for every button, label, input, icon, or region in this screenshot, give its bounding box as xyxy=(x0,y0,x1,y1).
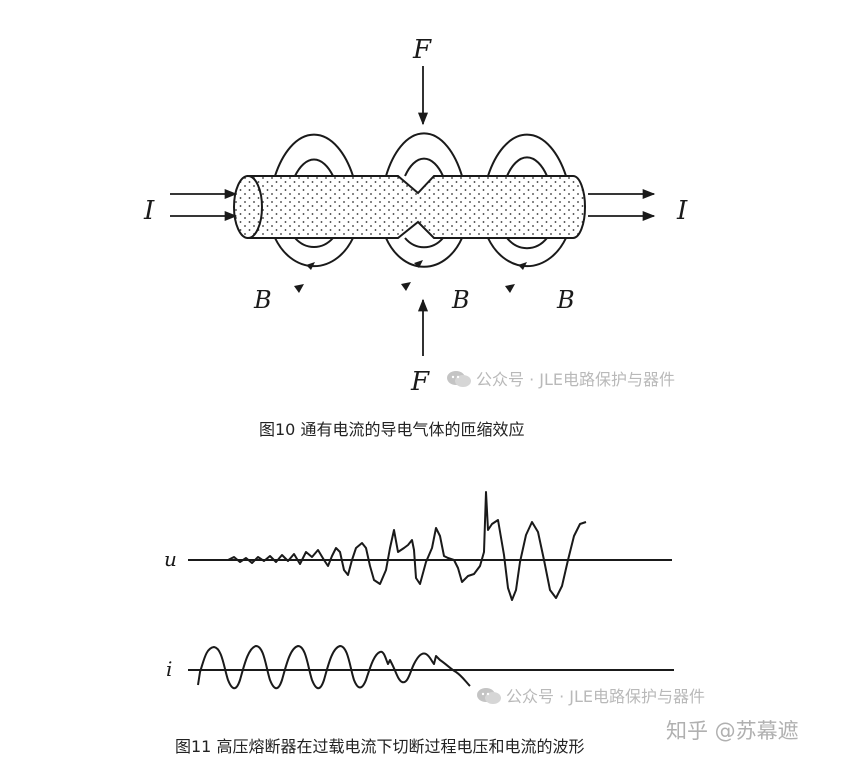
ring-arrow-middle-outer xyxy=(401,282,411,291)
field-direction-arrows xyxy=(294,260,527,293)
figure-11-waveforms: u i xyxy=(164,491,674,690)
field-rings-front xyxy=(274,237,567,268)
ring-arrow-middle xyxy=(414,260,423,268)
field-middle-label: B xyxy=(451,286,470,314)
figure-11-caption: 图11 高压熔断器在过载电流下切断过程电压和电流的波形 xyxy=(175,737,585,756)
voltage-waveform xyxy=(227,491,587,601)
voltage-label: u xyxy=(164,547,177,571)
watermark-top: 公众号 · JLE电路保护与器件 xyxy=(446,366,675,390)
force-top-label: F xyxy=(412,35,432,65)
current-out-label: I xyxy=(676,196,688,226)
current-arrows xyxy=(170,188,656,222)
watermark-bottom-text: 公众号 · JLE电路保护与器件 xyxy=(506,687,706,706)
current-label: i xyxy=(166,657,172,681)
figure-10-caption: 图10 通有电流的导电气体的匝缩效应 xyxy=(259,420,525,439)
wechat-icon xyxy=(447,371,471,387)
gas-column-body xyxy=(247,175,586,239)
field-rings-back xyxy=(274,132,567,177)
gas-column-end-face xyxy=(233,175,263,239)
ring-arrow-left-outer xyxy=(294,284,304,293)
force-bottom-label: F xyxy=(410,367,430,397)
current-waveform xyxy=(197,645,471,690)
zhihu-author-credit: 知乎 @苏幕遮 xyxy=(666,719,799,743)
current-in-label: I xyxy=(143,196,155,226)
watermark-bottom: 公众号 · JLE电路保护与器件 xyxy=(476,683,705,707)
conductive-gas-column xyxy=(233,175,586,239)
ring-arrow-right xyxy=(518,262,527,270)
field-right-label: B xyxy=(556,286,575,314)
watermark-top-text: 公众号 · JLE电路保护与器件 xyxy=(476,370,676,389)
figure-10-pinch-effect: F F I I B B B xyxy=(143,35,688,397)
field-left-label: B xyxy=(253,286,272,314)
wechat-icon xyxy=(477,688,501,704)
ring-arrow-left xyxy=(306,262,315,270)
ring-arrow-right-outer xyxy=(505,284,515,293)
